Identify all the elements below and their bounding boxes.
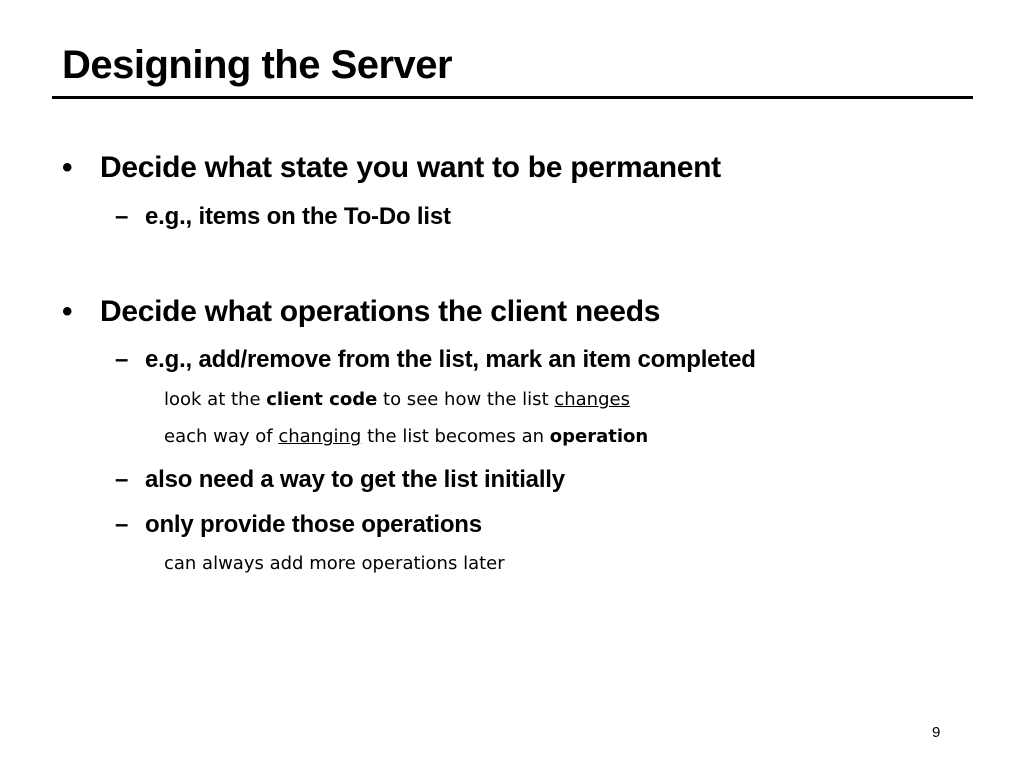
page-number: 9 xyxy=(932,724,941,741)
note-underlined-text: changes xyxy=(554,389,630,410)
dash-icon: – xyxy=(115,511,129,538)
sub-bullet-text: also need a way to get the list initiall… xyxy=(145,466,565,493)
note-operation: each way of changing the list becomes an… xyxy=(164,424,648,450)
note-bold-text: operation xyxy=(549,426,649,447)
dash-icon: – xyxy=(115,203,129,230)
note-text: to see how the list xyxy=(377,389,555,410)
dash-icon: – xyxy=(115,346,129,373)
bullet-icon: • xyxy=(62,151,73,184)
dash-icon: – xyxy=(115,466,129,493)
bullet-text: Decide what state you want to be permane… xyxy=(100,151,721,184)
title-divider xyxy=(52,96,973,99)
note-underlined-text: changing xyxy=(278,426,362,447)
note-bold-text: client code xyxy=(266,389,378,410)
slide-title: Designing the Server xyxy=(62,43,453,87)
note-text: the list becomes an xyxy=(361,426,550,447)
note-text: look at the xyxy=(164,389,267,410)
note-text: can always add more operations later xyxy=(164,553,505,574)
sub-bullet-text: only provide those operations xyxy=(145,511,482,538)
bullet-text: Decide what operations the client needs xyxy=(100,295,661,328)
sub-bullet-text: e.g., items on the To-Do list xyxy=(145,203,451,230)
bullet-icon: • xyxy=(62,295,73,328)
sub-bullet-text: e.g., add/remove from the list, mark an … xyxy=(145,346,756,373)
note-client-code: look at the client code to see how the l… xyxy=(164,387,630,413)
note-text: each way of xyxy=(164,426,279,447)
note-add-later: can always add more operations later xyxy=(164,551,505,577)
